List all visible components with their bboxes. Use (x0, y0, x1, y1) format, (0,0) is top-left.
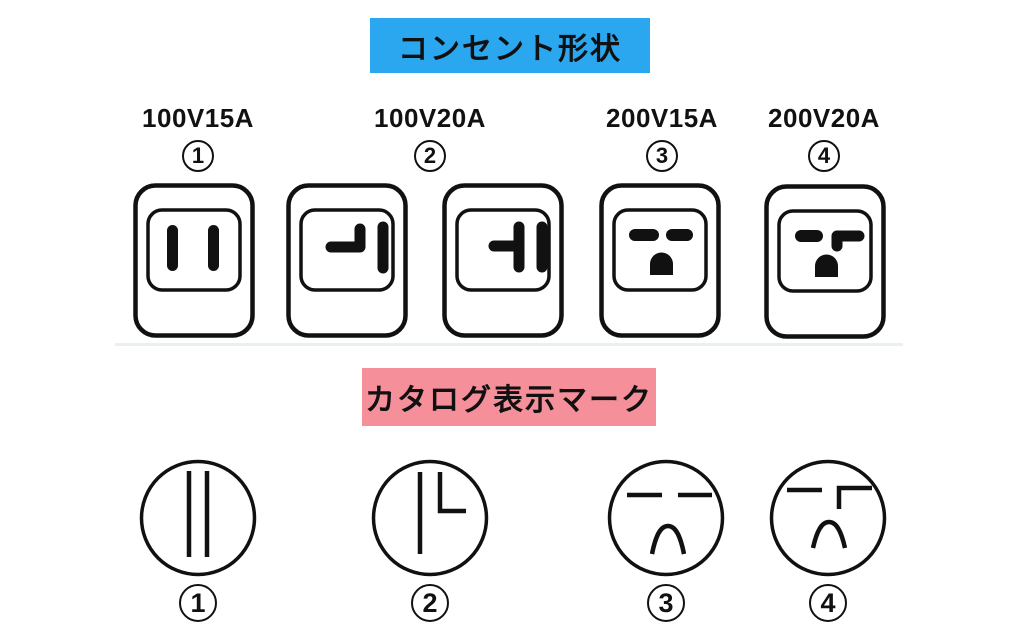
section-divider-shadow (115, 343, 903, 346)
mark-200v15a-icon (607, 459, 725, 577)
mark-circled-number-4: 4 (809, 584, 847, 622)
mark-100v15a-icon (139, 459, 257, 577)
mark-200v20a-icon (769, 459, 887, 577)
spec-label-100v15a: 100V15A (142, 103, 254, 133)
mark-circled-number-1: 1 (179, 584, 217, 622)
mark-circled-number-2: 2 (411, 584, 449, 622)
outlet-100v20a-l-slot-icon (286, 183, 408, 338)
outlet-100v20a-t-slot-icon (442, 183, 564, 338)
circled-number-4: 4 (808, 140, 840, 172)
circled-number-3: 3 (646, 140, 678, 172)
mark-100v20a-icon (371, 459, 489, 577)
outlet-200v15a-icon (599, 183, 721, 338)
outlet-100v15a-icon (133, 183, 255, 338)
spec-label-200v15a: 200V15A (606, 103, 718, 133)
circled-number-1: 1 (182, 140, 214, 172)
circled-number-2: 2 (414, 140, 446, 172)
outlet-shapes-banner: コンセント形状 (370, 18, 650, 73)
spec-label-100v20a: 100V20A (374, 103, 486, 133)
mark-circled-number-3: 3 (647, 584, 685, 622)
catalog-marks-banner: カタログ表示マーク (362, 368, 656, 426)
outlet-200v20a-icon (764, 184, 886, 339)
spec-label-200v20a: 200V20A (768, 103, 880, 133)
